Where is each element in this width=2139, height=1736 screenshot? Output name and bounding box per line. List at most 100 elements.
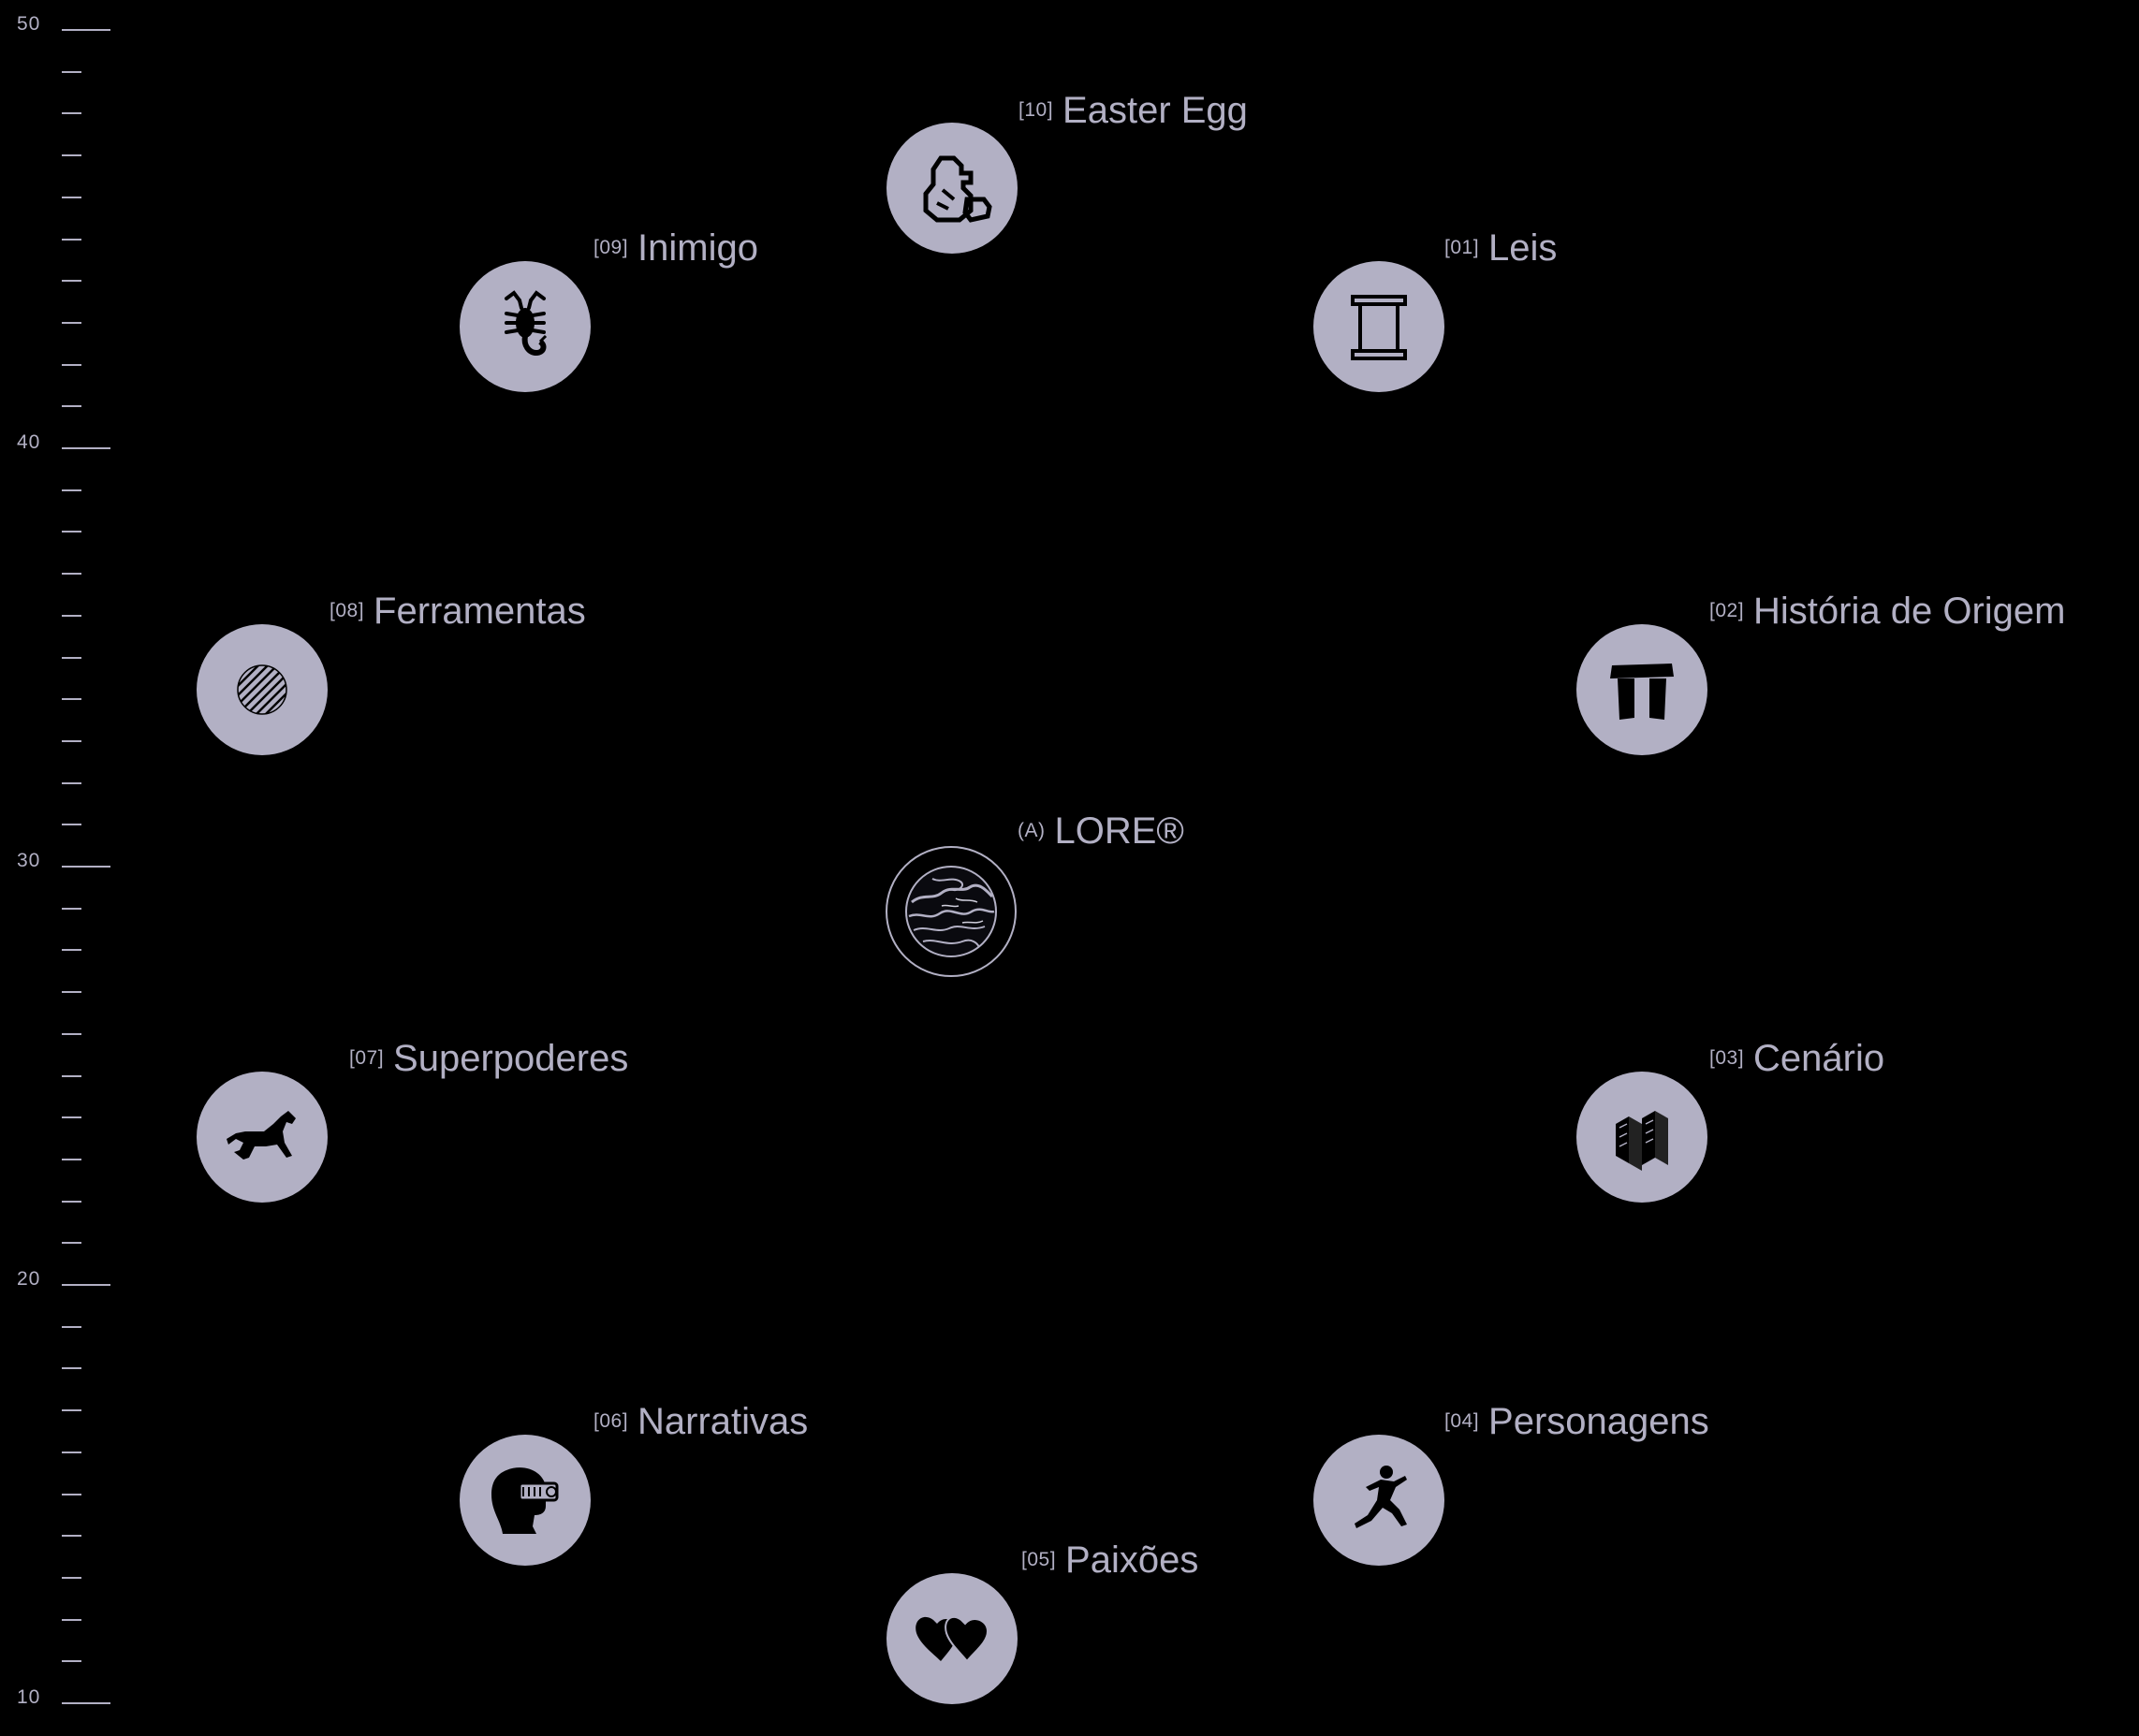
ruler-label-20: 20 — [17, 1268, 41, 1290]
ruler-minor-tick — [62, 949, 81, 951]
node-inimigo[interactable] — [460, 261, 591, 392]
ruler-minor-tick — [62, 1201, 81, 1203]
node-narrativas[interactable] — [460, 1435, 591, 1566]
ruler-minor-tick — [62, 615, 81, 617]
horse-icon — [227, 1111, 296, 1160]
node-easter-egg[interactable] — [886, 123, 1018, 254]
ruler-minor-tick — [62, 1452, 81, 1453]
superpoderes-title: Superpoderes — [393, 1038, 629, 1079]
node-ferramentas[interactable] — [197, 624, 328, 755]
ruler-minor-tick — [62, 1367, 81, 1369]
vertical-ruler: 50 40 30 20 10 — [0, 0, 131, 1736]
cenario-num: [03] — [1709, 1047, 1745, 1069]
node-superpoderes[interactable] — [197, 1072, 328, 1203]
inimigo-label[interactable]: [09] Inimigo — [593, 226, 758, 270]
ruler-label-10: 10 — [17, 1686, 41, 1708]
hearts-icon — [916, 1615, 989, 1663]
ruler-major-tick — [62, 447, 110, 449]
node-historia-de-origem[interactable] — [1576, 624, 1707, 755]
running-person-icon — [1355, 1466, 1407, 1528]
historia-title: História de Origem — [1753, 591, 2066, 632]
lore-globe-node[interactable] — [886, 846, 1017, 977]
narrativas-num: [06] — [593, 1410, 629, 1432]
easter-egg-title: Easter Egg — [1062, 90, 1248, 131]
ruler-major-tick — [62, 1284, 110, 1286]
node-personagens[interactable] — [1313, 1435, 1444, 1566]
ruler-minor-tick — [62, 1619, 81, 1621]
ruler-minor-tick — [62, 1116, 81, 1118]
ruler-minor-tick — [62, 280, 81, 282]
ruler-label-50: 50 — [17, 13, 41, 35]
ruler-minor-tick — [62, 1660, 81, 1662]
easter-egg-num: [10] — [1018, 99, 1054, 121]
node-cenario[interactable] — [1576, 1072, 1707, 1203]
lore-title: LORE® — [1054, 810, 1184, 852]
ruler-minor-tick — [62, 1494, 81, 1495]
leis-title: Leis — [1488, 227, 1558, 269]
head-vr-icon — [491, 1467, 559, 1534]
ruler-minor-tick — [62, 322, 81, 324]
ruler-minor-tick — [62, 1033, 81, 1035]
inimigo-title: Inimigo — [637, 227, 758, 269]
ruler-minor-tick — [62, 740, 81, 742]
leis-num: [01] — [1444, 237, 1480, 258]
paixoes-title: Paixões — [1065, 1539, 1199, 1581]
ruler-minor-tick — [62, 1242, 81, 1244]
ruler-minor-tick — [62, 1075, 81, 1077]
ruler-minor-tick — [62, 405, 81, 407]
stonehenge-icon — [1610, 664, 1674, 720]
ruler-label-40: 40 — [17, 431, 41, 453]
personagens-title: Personagens — [1488, 1401, 1709, 1442]
personagens-label[interactable]: [04] Personagens — [1444, 1399, 1709, 1444]
leis-label[interactable]: [01] Leis — [1444, 226, 1557, 270]
ruler-minor-tick — [62, 239, 81, 241]
narrativas-label[interactable]: [06] Narrativas — [593, 1399, 808, 1444]
ruler-minor-tick — [62, 573, 81, 575]
ruler-minor-tick — [62, 71, 81, 73]
node-paixoes[interactable] — [886, 1573, 1018, 1704]
ruler-minor-tick — [62, 154, 81, 156]
ruler-minor-tick — [62, 531, 81, 532]
narrativas-title: Narrativas — [637, 1401, 809, 1442]
cenario-label[interactable]: [03] Cenário — [1709, 1036, 1884, 1081]
inimigo-num: [09] — [593, 237, 629, 258]
historia-label[interactable]: [02] História de Origem — [1709, 589, 2065, 634]
ruler-minor-tick — [62, 1159, 81, 1160]
striped-sphere-icon — [237, 664, 287, 715]
ruler-minor-tick — [62, 1535, 81, 1537]
ruler-minor-tick — [62, 1577, 81, 1579]
ruler-minor-tick — [62, 1409, 81, 1411]
buildings-icon — [1616, 1111, 1668, 1171]
ruler-minor-tick — [62, 1326, 81, 1328]
easter-egg-label[interactable]: [10] Easter Egg — [1018, 88, 1248, 133]
superpoderes-num: [07] — [349, 1047, 385, 1069]
ruler-major-tick — [62, 866, 110, 868]
ruler-minor-tick — [62, 698, 81, 700]
ruler-label-30: 30 — [17, 850, 41, 871]
ferramentas-title: Ferramentas — [374, 591, 586, 632]
node-leis[interactable] — [1313, 261, 1444, 392]
paixoes-num: [05] — [1021, 1549, 1057, 1570]
paixoes-label[interactable]: [05] Paixões — [1021, 1538, 1198, 1583]
ruler-minor-tick — [62, 489, 81, 491]
ruler-minor-tick — [62, 657, 81, 659]
ruler-minor-tick — [62, 112, 81, 114]
superpoderes-label[interactable]: [07] Superpoderes — [349, 1036, 628, 1081]
cenario-title: Cenário — [1753, 1038, 1885, 1079]
egg-icon — [923, 155, 992, 223]
ruler-minor-tick — [62, 782, 81, 784]
ruler-major-tick — [62, 29, 110, 31]
lore-label[interactable]: (A) LORE® — [1018, 809, 1184, 853]
personagens-num: [04] — [1444, 1410, 1480, 1432]
historia-num: [02] — [1709, 600, 1745, 621]
ruler-minor-tick — [62, 908, 81, 910]
ruler-minor-tick — [62, 197, 81, 198]
ruler-minor-tick — [62, 991, 81, 993]
ruler-minor-tick — [62, 824, 81, 825]
column-icon — [1351, 295, 1407, 360]
lore-num: (A) — [1018, 820, 1046, 841]
ruler-major-tick — [62, 1702, 110, 1704]
ruler-minor-tick — [62, 364, 81, 366]
ferramentas-label[interactable]: [08]Ferramentas — [330, 589, 586, 634]
scorpion-icon — [505, 290, 548, 357]
